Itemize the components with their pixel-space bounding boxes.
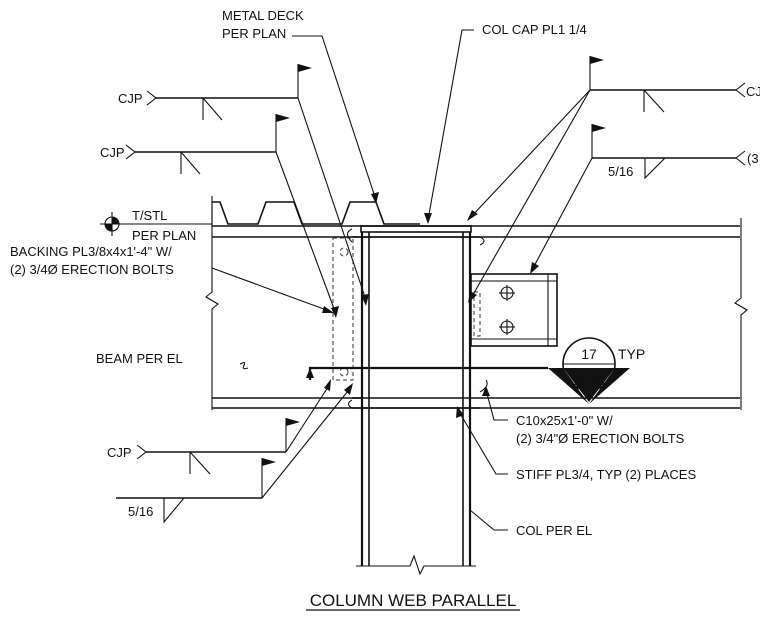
metal-deck-label: METAL DECK — [222, 8, 304, 23]
cjp-label: CJP — [118, 91, 143, 106]
column-cap-plate — [360, 225, 472, 233]
weld-tail-label: (3 — [747, 151, 759, 166]
col-leader — [469, 509, 508, 531]
section-tag-typ: TYP — [618, 346, 645, 362]
tstl-label: PER PLAN — [132, 228, 196, 243]
col-cap-leader — [427, 29, 474, 221]
column — [346, 225, 488, 576]
cjp-label: CJ — [746, 84, 760, 99]
cjp-weld-symbol — [146, 64, 369, 306]
channel-c10x25 — [470, 273, 558, 347]
erection-bolt — [499, 285, 515, 301]
cjp-weld-symbol — [125, 114, 339, 318]
column-break-line — [356, 554, 476, 576]
tstl-label: T/STL — [132, 208, 167, 223]
cjp-weld-symbol — [467, 56, 746, 303]
beam-right-break-line — [734, 218, 748, 410]
detail-title: COLUMN WEB PARALLEL — [310, 591, 517, 610]
beam — [205, 196, 748, 410]
beam-leader — [239, 362, 249, 370]
cjp-label: CJP — [100, 145, 125, 160]
elevation-target-icon — [100, 212, 212, 236]
fillet-weld-symbol — [530, 124, 746, 274]
col-cap-label: COL CAP PL1 1/4 — [482, 22, 587, 37]
fillet-weld-symbol — [116, 383, 353, 524]
beam-label: BEAM PER EL — [96, 351, 183, 366]
stiffener-label: STIFF PL3/4, TYP (2) PLACES — [516, 467, 696, 482]
column-label: COL PER EL — [516, 523, 592, 538]
metal-deck-label: PER PLAN — [222, 26, 286, 41]
section-cut-line — [308, 366, 548, 380]
channel — [470, 273, 558, 347]
stiff-leader — [457, 409, 508, 475]
weld-size-label: 5/16 — [128, 504, 153, 519]
section-tag-number: 17 — [581, 346, 597, 362]
backing-plate-label: (2) 3/4Ø ERECTION BOLTS — [10, 262, 174, 277]
section-tag-sheet: S3.21 — [571, 372, 608, 388]
beam-left-break-line — [205, 196, 219, 410]
channel-leader — [485, 389, 508, 421]
metal-deck-profile — [212, 201, 420, 225]
metal-deck-leader — [292, 35, 377, 201]
section-tag — [548, 337, 630, 404]
channel-label: (2) 3/4"Ø ERECTION BOLTS — [516, 431, 685, 446]
weld-size-label: 5/16 — [608, 164, 633, 179]
backing-leader — [211, 267, 333, 313]
metal-deck — [211, 201, 420, 226]
backing-plate-label: BACKING PL3/8x4x1'-4" W/ — [10, 244, 172, 259]
cjp-weld-symbol — [136, 379, 331, 475]
cjp-label: CJP — [107, 445, 132, 460]
channel-label: C10x25x1'-0" W/ — [516, 413, 613, 428]
erection-bolt — [499, 319, 515, 335]
